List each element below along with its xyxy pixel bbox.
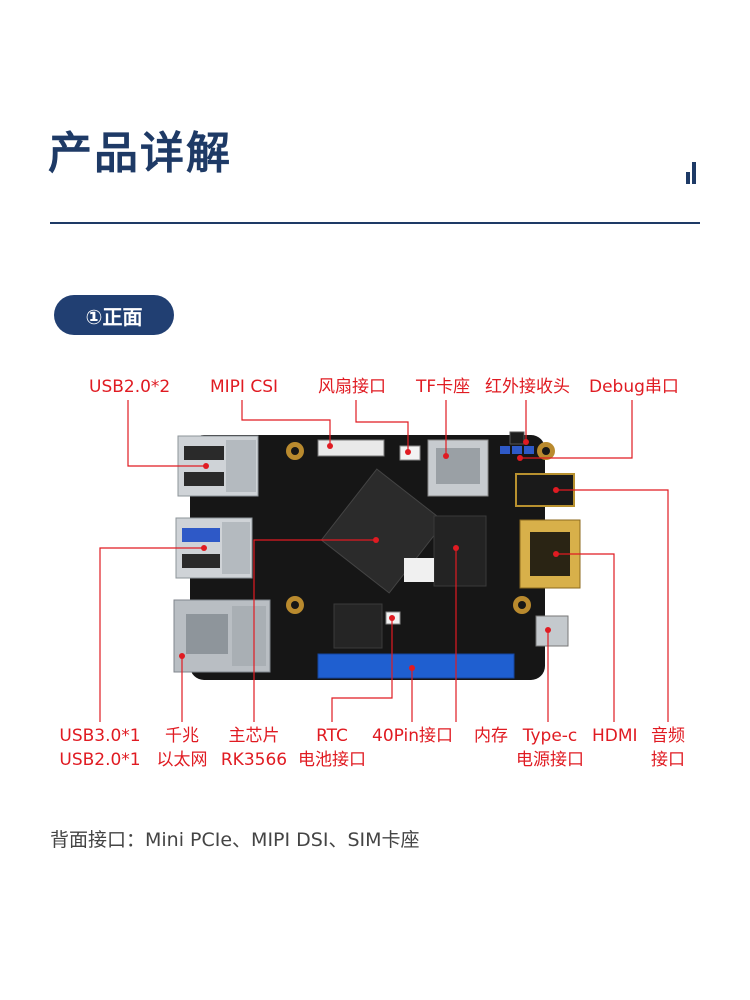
callout-rtc [331,618,393,722]
label-hdmi: HDMI [592,726,638,746]
soc-rk3566 [320,468,446,594]
label-rtc-line2: 电池接口 [298,750,366,770]
label-typec: Type-c 电源接口 [512,724,588,772]
emmc-chip [333,603,383,649]
typec-port [535,615,569,647]
label-rtc-line1: RTC [316,726,348,746]
callout-audio [556,489,669,722]
ethernet-port [173,599,271,673]
label-audio-line2: 接口 [651,750,685,770]
label-ethernet: 千兆 以太网 [152,724,212,772]
gpio-40pin-header [317,653,515,679]
label-usb-stack: USB3.0*1 USB2.0*1 [58,724,142,772]
lubancat-logo [404,558,434,582]
mounting-holes [286,442,555,614]
callout-fan [355,400,409,452]
memory-chip [433,515,487,587]
callout-mipi [241,400,331,446]
usb20-double-port [177,435,259,497]
label-gpio40: 40Pin接口 [372,726,454,746]
callout-usb30 [99,547,204,722]
debug-header [500,446,534,454]
section-badge-front: ①正面 [54,295,174,335]
label-audio-line1: 音频 [651,726,685,746]
callout-debug [520,400,633,459]
ir-receiver [509,431,525,445]
label-rtc: RTC 电池接口 [292,724,372,772]
callout-lines [99,400,669,722]
label-soc-line2: RK3566 [220,750,288,770]
label-ir: 红外接收头 [485,377,570,397]
label-soc-line1: 主芯片 [228,726,280,746]
callout-soc [253,539,376,722]
bar-chart-icon [686,162,696,184]
label-usb20x2: USB2.0*2 [89,377,171,397]
label-debug: Debug串口 [589,377,679,397]
title-divider [50,222,700,224]
callout-usb20x2 [127,400,206,467]
label-typec-line2: 电源接口 [516,750,584,770]
callout-dots [179,439,559,671]
label-usb30: USB3.0*1 [59,726,141,746]
label-ethernet-line1: 千兆 [165,726,199,746]
label-usb20: USB2.0*1 [59,750,141,770]
callout-hdmi [556,553,615,722]
label-ram: 内存 [474,726,508,746]
page-title: 产品详解 [48,128,232,179]
label-mipi-csi: MIPI CSI [210,377,279,397]
label-audio: 音频 接口 [646,724,690,772]
label-tf: TF卡座 [416,377,471,397]
label-fan: 风扇接口 [318,377,386,397]
rear-interfaces-note: 背面接口：Mini PCIe、MIPI DSI、SIM卡座 [50,829,420,851]
label-ethernet-line2: 以太网 [156,750,208,770]
label-typec-line1: Type-c [522,726,578,746]
mipi-csi-connector [317,439,385,457]
label-soc: 主芯片 RK3566 [220,724,288,772]
